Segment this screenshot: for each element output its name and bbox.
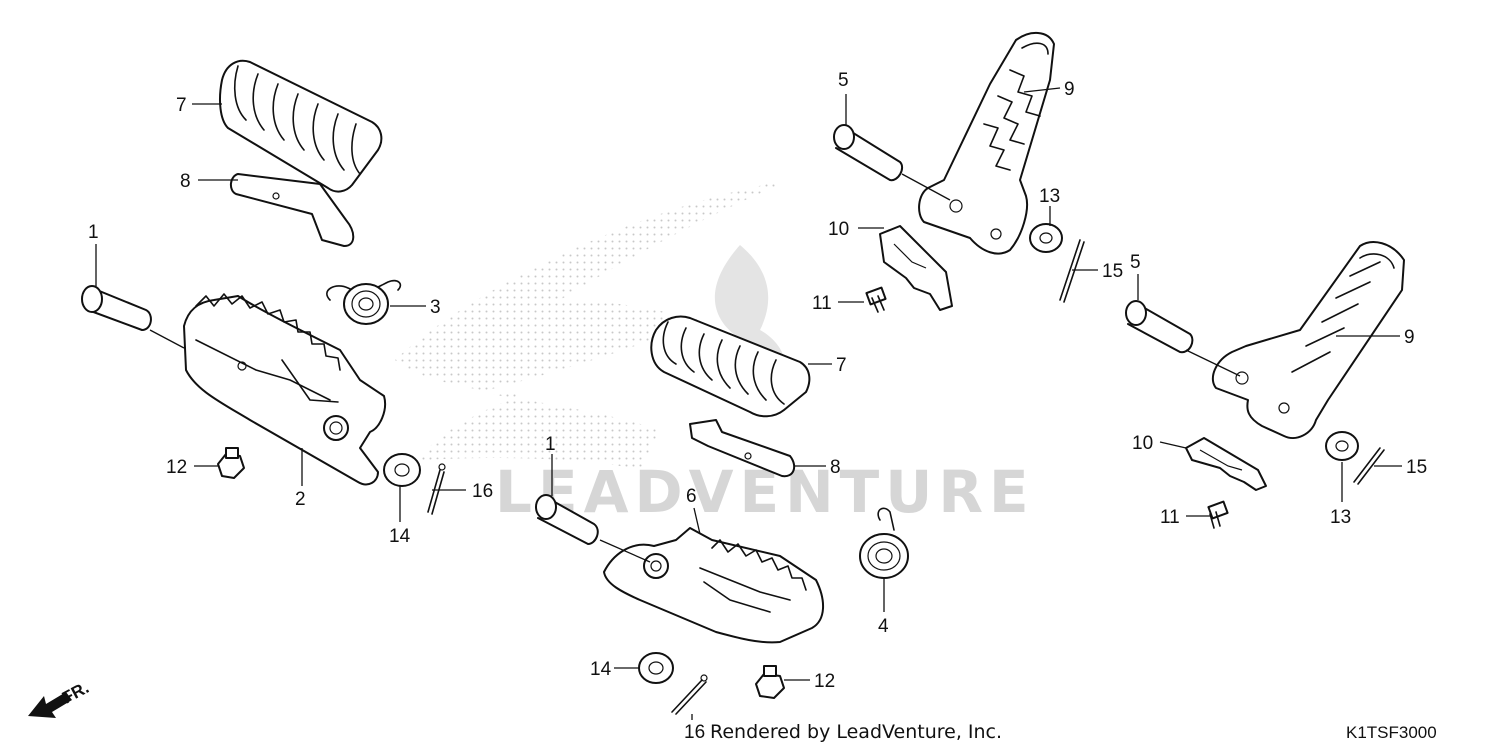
- part-pin-center: [535, 494, 599, 545]
- diagram-code: K1TSF3000: [1346, 723, 1437, 742]
- footer-credit: Rendered by LeadVenture, Inc.: [710, 721, 1002, 743]
- callout-13b: 13: [1330, 507, 1351, 528]
- part-bolt-left: [217, 447, 245, 479]
- part-footpeg-center: [603, 527, 824, 644]
- part-plate-upper-left: [230, 173, 355, 247]
- part-washer-bottom: [638, 652, 674, 684]
- callout-10: 10: [828, 219, 849, 240]
- part-washer-lower-right: [1325, 431, 1359, 461]
- part-cotter-lower-right: [1353, 447, 1385, 485]
- callout-14: 14: [389, 526, 411, 547]
- callout-7b: 7: [836, 355, 847, 376]
- callout-16b: 16: [684, 722, 705, 743]
- callout-12b: 12: [814, 671, 835, 692]
- part-bolt-bottom: [755, 665, 785, 699]
- part-washer-left: [383, 453, 421, 487]
- callout-15: 15: [1102, 261, 1123, 282]
- part-rubber-upper-left: [219, 59, 383, 193]
- part-pin-lower-right: [1125, 300, 1194, 354]
- callout-2: 2: [295, 489, 306, 510]
- callout-6: 6: [686, 486, 697, 507]
- callout-14b: 14: [590, 659, 612, 680]
- callout-7: 7: [176, 95, 187, 116]
- part-clip-lower-right: [1185, 437, 1267, 491]
- part-plate-center: [689, 419, 796, 478]
- part-pin-upper-right: [833, 124, 904, 182]
- part-bracket-upper-right: [918, 32, 1055, 255]
- callout-labels: 7 8 1 3 12 2 14 16 5 9 10 11 13 15 7 8 1…: [88, 70, 1427, 743]
- part-cotter-upper-right: [1059, 239, 1085, 303]
- part-footpeg-left: [183, 293, 386, 486]
- callout-1: 1: [88, 222, 99, 243]
- callout-11b: 11: [1160, 507, 1180, 528]
- part-spring-left: [326, 279, 402, 325]
- callout-4: 4: [878, 616, 889, 637]
- callout-8b: 8: [830, 457, 841, 478]
- callout-12: 12: [166, 457, 187, 478]
- part-screw-lower-right: [1207, 500, 1229, 529]
- watermark-brand: LEADVENTURE: [495, 458, 1035, 526]
- part-screw-upper-right: [865, 286, 887, 313]
- callout-5b: 5: [1130, 252, 1141, 273]
- honda-wing-watermark: [395, 180, 790, 470]
- callout-11: 11: [812, 293, 832, 314]
- part-clip-upper-right: [879, 225, 953, 311]
- leader-lines: [95, 87, 1402, 720]
- callout-1b: 1: [545, 434, 556, 455]
- part-pin-left: [81, 285, 152, 331]
- part-rubber-center: [650, 315, 811, 418]
- callout-9: 9: [1064, 79, 1075, 100]
- callout-3: 3: [430, 297, 441, 318]
- part-cotter-left: [427, 463, 446, 515]
- footer: Rendered by LeadVenture, Inc. K1TSF3000: [710, 721, 1437, 743]
- part-cotter-bottom: [671, 674, 708, 715]
- front-arrow-icon: [28, 692, 72, 718]
- part-washer-upper-right: [1029, 223, 1063, 253]
- callout-16: 16: [472, 481, 493, 502]
- callout-9b: 9: [1404, 327, 1415, 348]
- callout-8: 8: [180, 171, 191, 192]
- callout-13: 13: [1039, 186, 1060, 207]
- callout-10b: 10: [1132, 433, 1153, 454]
- callout-15b: 15: [1406, 457, 1427, 478]
- part-bracket-lower-right: [1211, 241, 1405, 439]
- callout-5: 5: [838, 70, 849, 91]
- front-direction-indicator: FR.: [28, 678, 92, 718]
